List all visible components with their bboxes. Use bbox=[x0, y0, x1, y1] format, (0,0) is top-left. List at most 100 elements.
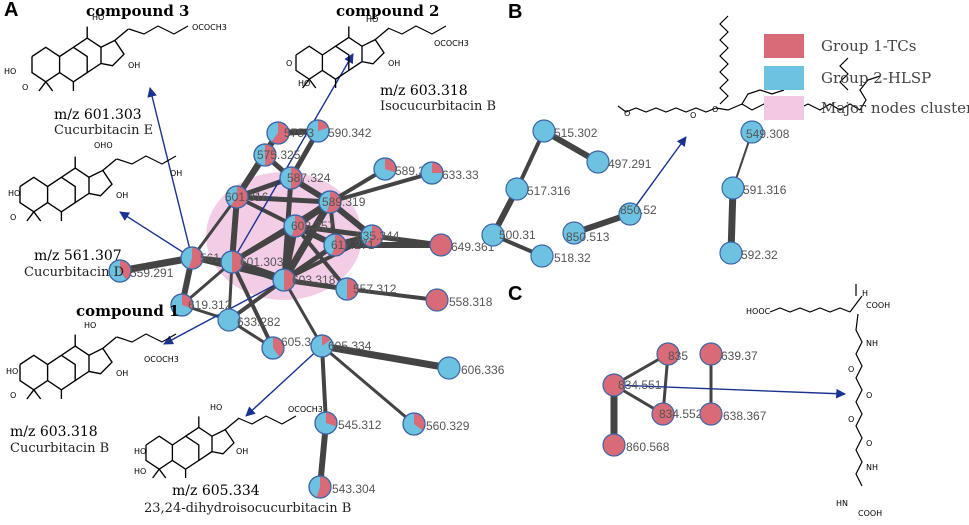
node-circle-c639 bbox=[699, 342, 723, 366]
peptide-structure-c: HOOC H COOH NH O O O O NH HN COOH bbox=[746, 284, 890, 518]
node-ring-n603b bbox=[283, 214, 307, 238]
edge-n605b-n545 bbox=[320, 345, 328, 424]
node-circle-c860 bbox=[602, 433, 626, 457]
node-label-n587: 587.324 bbox=[287, 171, 331, 185]
node-circle-b850b bbox=[562, 221, 586, 245]
compound-2-title: compound 2 bbox=[336, 2, 439, 20]
svg-text:NH: NH bbox=[866, 339, 878, 348]
node-ring-n575 bbox=[266, 121, 290, 145]
svg-text:OH: OH bbox=[128, 61, 140, 70]
compound-3-title: compound 3 bbox=[86, 2, 189, 20]
svg-text:OH: OH bbox=[170, 169, 182, 178]
compound-5-structure: OCOCH3 HO HO HO OH m/z 605.334 23,24-dih… bbox=[134, 403, 351, 516]
svg-text:O: O bbox=[866, 391, 872, 400]
node-circle-c638 bbox=[699, 402, 723, 426]
compound-1-title: compound 1 bbox=[76, 302, 179, 320]
node-b518: 518.32 bbox=[530, 244, 591, 268]
node-n601b: 601.316 bbox=[225, 185, 269, 209]
svg-text:O: O bbox=[848, 415, 854, 424]
node-n545: 545.312 bbox=[314, 411, 382, 435]
node-ring-n601b bbox=[225, 185, 249, 209]
compound-d-name: Cucurbitacin D bbox=[24, 265, 124, 280]
svg-text:HO: HO bbox=[210, 403, 222, 412]
node-n633b: 633.282 bbox=[217, 308, 281, 332]
svg-text:HO: HO bbox=[8, 189, 20, 198]
edge-n605b-n560 bbox=[321, 344, 415, 426]
legend-item-group2: Group 2-HLSP bbox=[764, 66, 931, 90]
svg-text:HO: HO bbox=[84, 321, 96, 330]
node-circle-b517 bbox=[505, 177, 529, 201]
node-n587: 587.324 bbox=[279, 166, 331, 190]
compound-5-mz: m/z 605.334 bbox=[172, 483, 260, 499]
node-b515: 515.302 bbox=[532, 119, 598, 143]
edge-n559-n561 bbox=[119, 254, 193, 275]
node-ring-n575b bbox=[253, 143, 277, 167]
node-label-c834a: 834.551 bbox=[618, 378, 662, 392]
svg-text:HO: HO bbox=[366, 15, 378, 24]
node-label-c834b: 834.552 bbox=[659, 407, 703, 421]
node-circle-b515 bbox=[532, 119, 556, 143]
node-label-n619: 619.312 bbox=[188, 298, 232, 312]
svg-text:HO: HO bbox=[4, 67, 16, 76]
svg-text:HO: HO bbox=[6, 367, 18, 376]
structure-arrows bbox=[119, 53, 846, 417]
node-ring-n603 bbox=[272, 268, 296, 292]
node-n605b: 605.334 bbox=[310, 334, 372, 358]
node-b850b: 850.513 bbox=[562, 221, 610, 245]
node-label-c860: 860.568 bbox=[626, 440, 670, 454]
node-pie-n605b bbox=[322, 335, 331, 346]
node-circle-n606 bbox=[437, 356, 461, 380]
node-n633: 633.33 bbox=[420, 161, 479, 185]
svg-text:OH: OH bbox=[388, 59, 400, 68]
node-pie-n560 bbox=[414, 413, 425, 431]
node-label-b592: 592.32 bbox=[741, 248, 778, 262]
compound-3-name: Cucurbitacin E bbox=[54, 123, 153, 138]
legend-label-cluster: Major nodes cluster bbox=[821, 99, 969, 117]
node-circle-b500 bbox=[481, 223, 505, 247]
edge-n603b-n557 bbox=[293, 224, 349, 291]
node-ring-n557 bbox=[335, 277, 359, 301]
edge-n601b-n589 bbox=[236, 194, 331, 205]
node-pie-n589 bbox=[326, 191, 341, 213]
node-pie-n575b bbox=[265, 144, 276, 166]
panel-label-c: C bbox=[508, 283, 522, 305]
compound-3-structure: compound 3 OCOCH3 HO O HO OH m/z 601.303… bbox=[4, 2, 227, 138]
node-ring-n605b bbox=[310, 334, 334, 358]
node-pie-n589b bbox=[385, 158, 396, 173]
node-label-c835: 835 bbox=[668, 349, 688, 363]
node-label-n635: 635.344 bbox=[356, 229, 400, 243]
node-pie-n545 bbox=[326, 412, 337, 427]
node-label-n605b: 605.334 bbox=[328, 339, 372, 353]
node-pie-n543 bbox=[316, 476, 331, 498]
node-circle-b591 bbox=[721, 176, 745, 200]
svg-text:O: O bbox=[848, 365, 854, 374]
legend-label-group1: Group 1-TCs bbox=[821, 37, 916, 55]
legend-swatch-group2 bbox=[764, 66, 804, 90]
panel-label-a: A bbox=[4, 0, 18, 21]
node-label-n603: 603.318 bbox=[292, 273, 336, 287]
node-label-b515: 515.302 bbox=[554, 126, 598, 140]
node-b591: 591.316 bbox=[721, 176, 787, 200]
compound-5-name: 23,24-dihydroisocucurbitacin B bbox=[144, 501, 351, 516]
node-label-n606: 606.336 bbox=[461, 363, 505, 377]
node-label-b850: 850.52 bbox=[620, 203, 657, 217]
compound-2-ester: OCOCH3 bbox=[434, 39, 469, 48]
node-n589: 589.319 bbox=[318, 190, 366, 214]
legend-swatch-group1 bbox=[764, 34, 804, 58]
node-b517: 517.316 bbox=[505, 177, 571, 201]
node-label-n557: 557.312 bbox=[353, 282, 397, 296]
edge-n605b-n606 bbox=[321, 342, 450, 372]
node-label-b517: 517.316 bbox=[527, 184, 571, 198]
node-n590: 590.342 bbox=[306, 119, 372, 143]
node-ring-n619 bbox=[170, 293, 194, 317]
node-circle-b850 bbox=[618, 202, 642, 226]
node-label-n545: 545.312 bbox=[338, 418, 382, 432]
node-n617: 617.271 bbox=[323, 233, 375, 257]
svg-text:H: H bbox=[862, 289, 868, 298]
node-ring-n545 bbox=[314, 411, 338, 435]
edge-n557-n558 bbox=[346, 287, 438, 302]
node-label-b500: 500.31 bbox=[499, 228, 536, 242]
node-label-n560: 560.329 bbox=[426, 419, 470, 433]
node-circle-c835 bbox=[656, 342, 680, 366]
compound-d-structure: OH HO O OHO OH m/z 561.307 Cucurbitacin … bbox=[8, 141, 182, 280]
